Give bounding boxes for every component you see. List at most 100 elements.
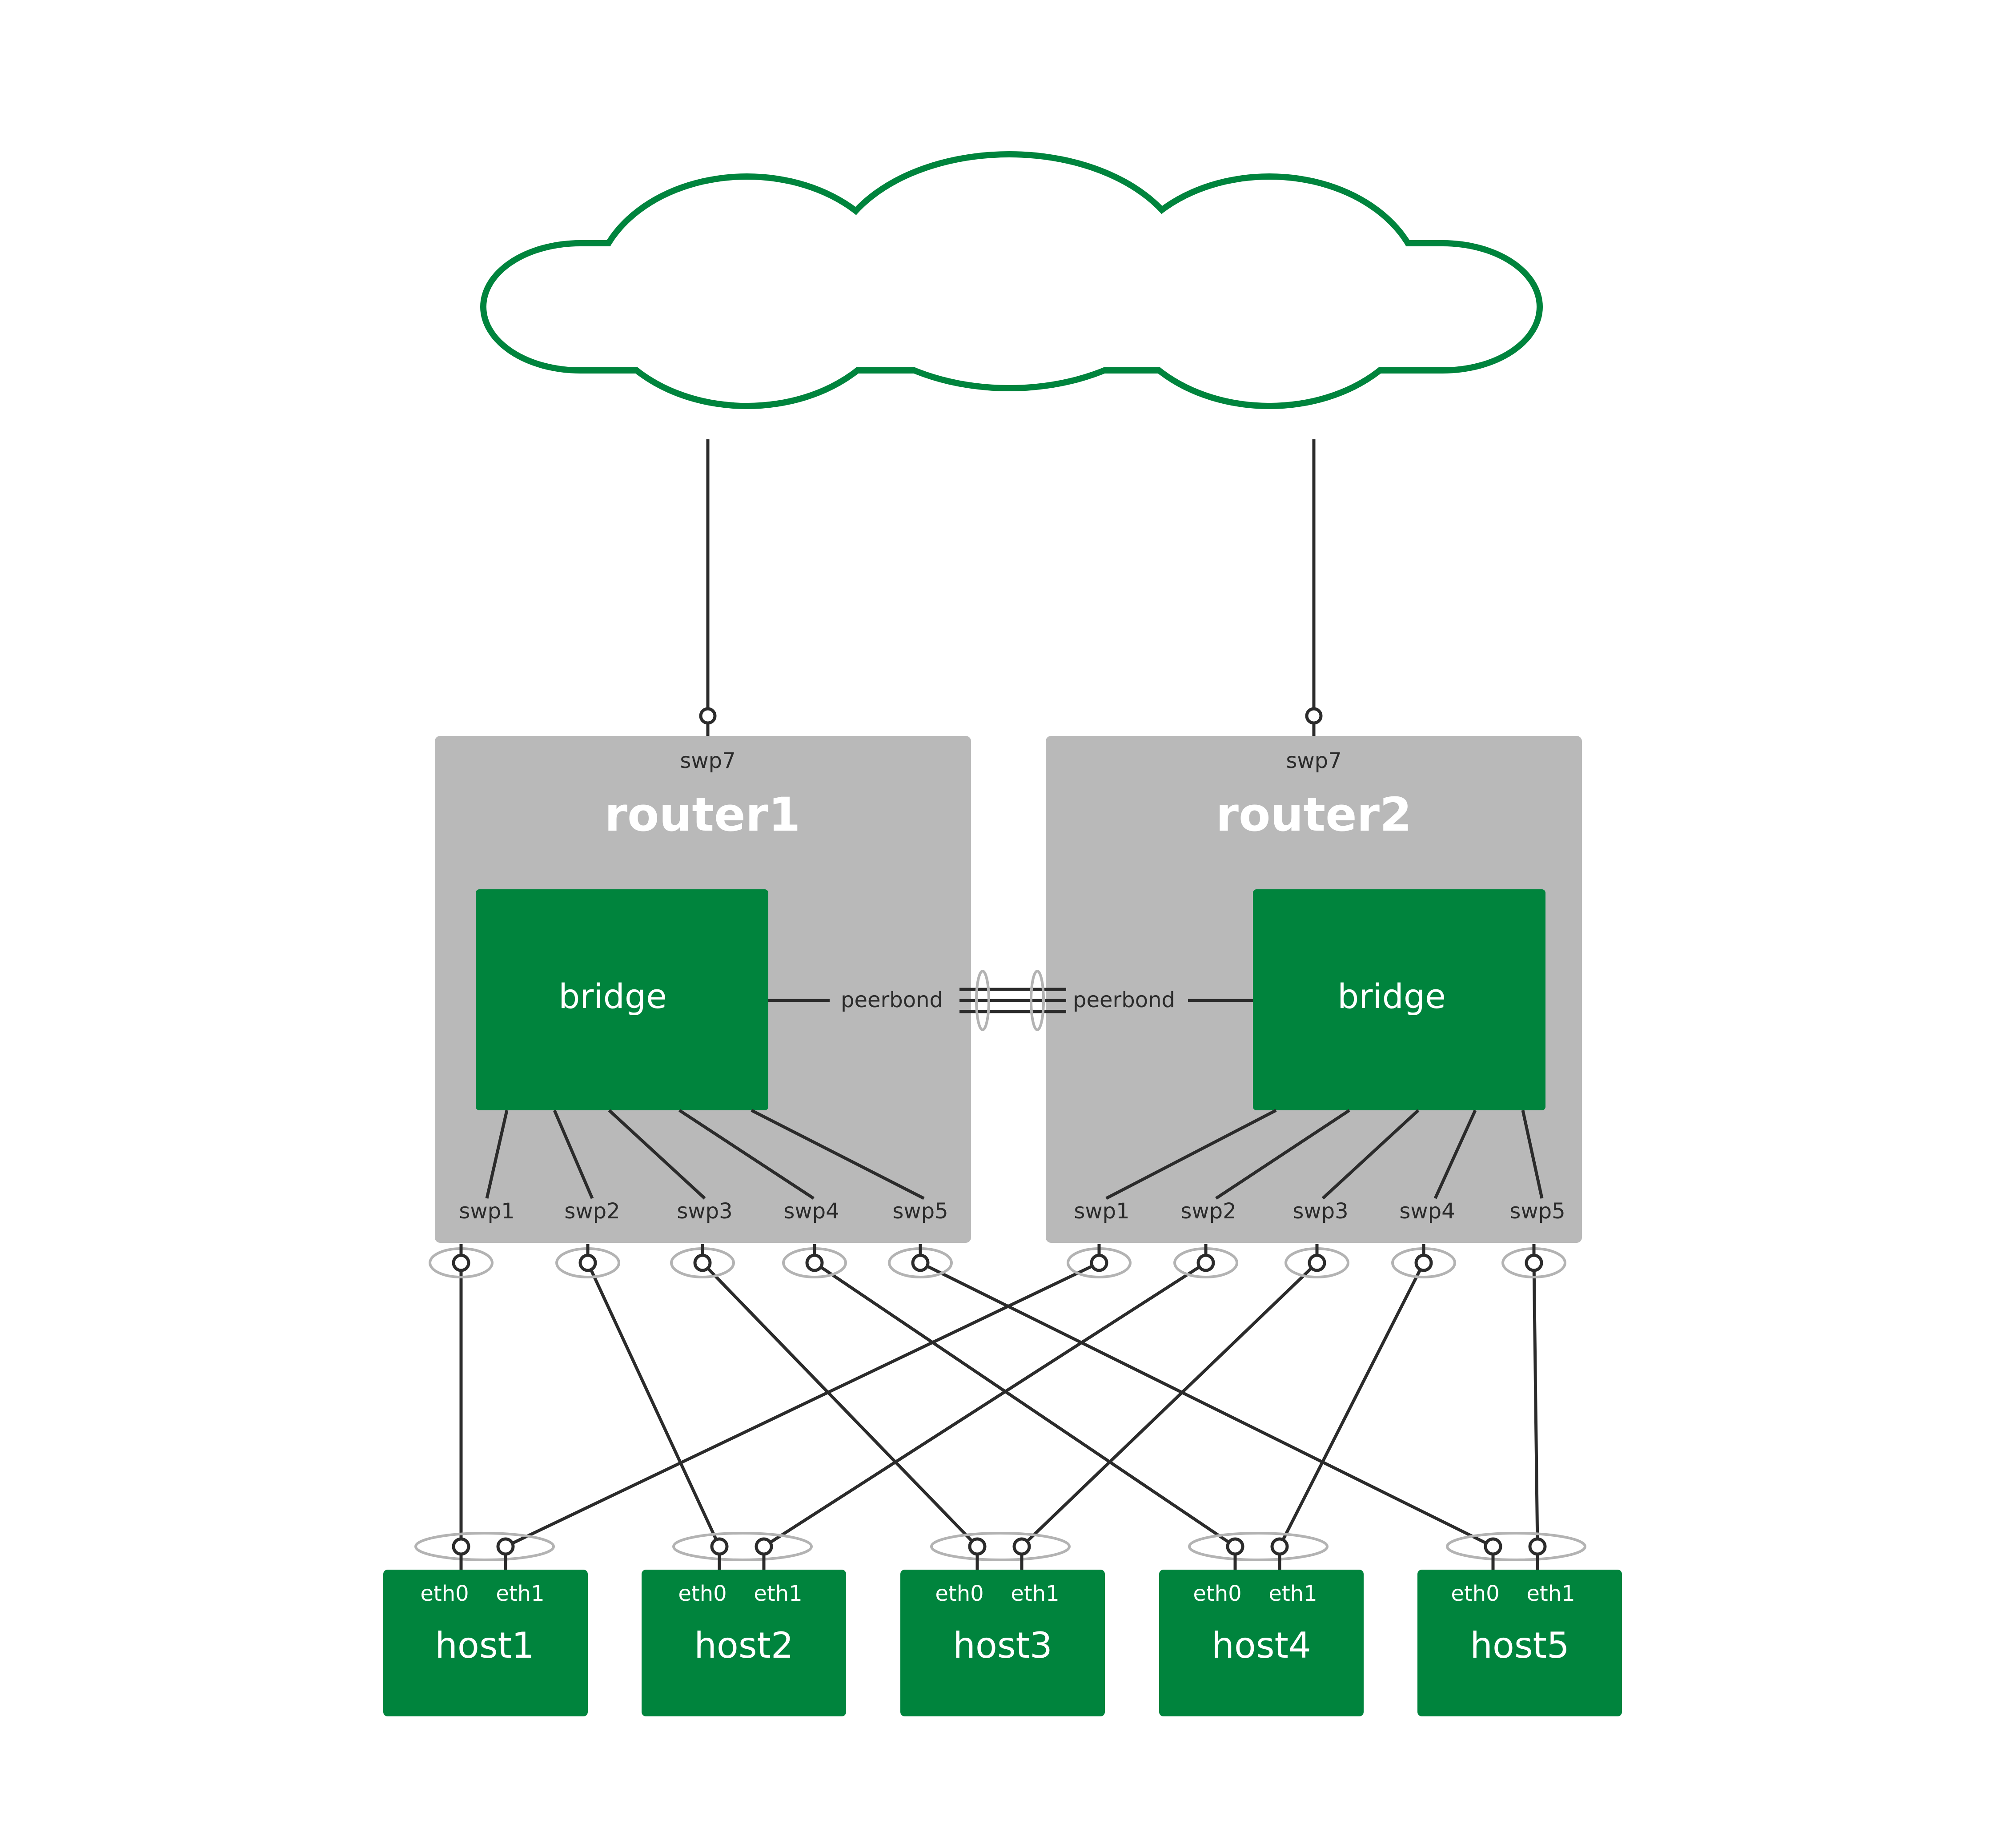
router2-swp5-connector[interactable] xyxy=(1501,1244,1566,1278)
router2-bridge[interactable] xyxy=(1253,889,1545,1110)
host3-title: host3 xyxy=(953,1625,1052,1666)
host5-bond-ring xyxy=(1446,1532,1586,1561)
router2-swp2-connector[interactable] xyxy=(1173,1244,1238,1278)
router1-bridge[interactable] xyxy=(476,889,768,1110)
router2-port-swp5: swp5 xyxy=(1509,1199,1565,1224)
host1-bond-ring xyxy=(414,1532,555,1561)
host-cabling xyxy=(459,1261,1539,1548)
host1-title: host1 xyxy=(435,1625,534,1666)
router2-swp3-connector[interactable] xyxy=(1284,1244,1349,1278)
host4-box xyxy=(1159,1570,1364,1716)
router-port-connectors xyxy=(429,1244,1566,1278)
host2-title: host2 xyxy=(694,1625,794,1666)
host5-eth1-port[interactable] xyxy=(1528,1537,1547,1556)
host5-eth1-label: eth1 xyxy=(1526,1581,1575,1606)
host4-eth1-label: eth1 xyxy=(1268,1581,1317,1606)
cable-r2-swp5-host5-eth1 xyxy=(1532,1262,1539,1547)
router1-uplink-label: swp7 xyxy=(680,748,735,773)
host2-bond-ring xyxy=(672,1532,813,1561)
host2-eth0-label: eth0 xyxy=(678,1581,727,1606)
cloud-icon xyxy=(480,151,1543,409)
host1-eth0-label: eth0 xyxy=(420,1581,469,1606)
uplinks xyxy=(699,439,1323,736)
router1-swp5-connector[interactable] xyxy=(888,1244,953,1278)
router1-port-swp4: swp4 xyxy=(783,1199,839,1224)
router2-uplink-label: swp7 xyxy=(1286,748,1341,773)
router-router1[interactable]: swp7 router1 bridge peerbond swp1 swp2 s… xyxy=(435,736,971,1243)
cable-r1-swp2-host2-eth0 xyxy=(586,1262,721,1547)
host-host4[interactable]: eth0 eth1 host4 xyxy=(1159,1532,1364,1716)
cable-r2-swp1-host1-eth1 xyxy=(505,1261,1100,1548)
router2-swp1-connector[interactable] xyxy=(1067,1244,1132,1278)
host1-box xyxy=(383,1570,588,1716)
router1-swp3-connector[interactable] xyxy=(670,1244,735,1278)
router2-bridge-link-swp3 xyxy=(1321,1109,1420,1200)
cable-r1-swp3-host3-eth0 xyxy=(701,1261,979,1548)
host1-eth1-label: eth1 xyxy=(496,1581,544,1606)
router1-bridge-link-swp1 xyxy=(485,1110,509,1199)
router1-swp4-connector[interactable] xyxy=(782,1244,847,1278)
router2-bridge-link-swp4 xyxy=(1433,1109,1477,1199)
host1-eth0-port[interactable] xyxy=(452,1537,470,1556)
uplink-port-router1[interactable] xyxy=(699,707,717,725)
router2-port-swp1: swp1 xyxy=(1074,1199,1129,1224)
host3-eth1-port[interactable] xyxy=(1012,1537,1031,1556)
host3-eth0-label: eth0 xyxy=(935,1581,983,1606)
cable-r2-swp2-host2-eth1 xyxy=(763,1261,1207,1548)
router2-peerbond-label: peerbond xyxy=(1073,988,1175,1012)
router1-swp1-connector[interactable] xyxy=(429,1244,494,1278)
router2-bridge-link-swp1 xyxy=(1105,1109,1277,1200)
router1-port-swp3: swp3 xyxy=(677,1199,732,1224)
host-host3[interactable]: eth0 eth1 host3 xyxy=(900,1532,1105,1716)
cable-r1-swp4-host4-eth0 xyxy=(814,1261,1236,1548)
host-host1[interactable]: eth0 eth1 host1 xyxy=(383,1532,588,1716)
uplink-port-router2[interactable] xyxy=(1305,707,1323,725)
cable-r1-swp5-host5-eth0 xyxy=(919,1261,1494,1548)
router1-peerbond-label: peerbond xyxy=(841,988,943,1012)
host2-box xyxy=(642,1570,846,1716)
host-host2[interactable]: eth0 eth1 host2 xyxy=(642,1532,846,1716)
host2-eth1-port[interactable] xyxy=(755,1537,773,1556)
host5-eth0-port[interactable] xyxy=(1484,1537,1502,1556)
host4-title: host4 xyxy=(1212,1625,1311,1666)
router2-swp4-connector[interactable] xyxy=(1391,1244,1456,1278)
router1-port-swp2: swp2 xyxy=(564,1199,620,1224)
router1-port-swp5: swp5 xyxy=(892,1199,948,1224)
host3-eth1-label: eth1 xyxy=(1011,1581,1059,1606)
router1-swp2-connector[interactable] xyxy=(555,1244,620,1278)
host5-box xyxy=(1417,1570,1622,1716)
cable-r2-swp3-host3-eth1 xyxy=(1020,1261,1318,1548)
host2-eth0-port[interactable] xyxy=(710,1537,729,1556)
host4-eth0-port[interactable] xyxy=(1226,1537,1244,1556)
host3-box xyxy=(900,1570,1105,1716)
router1-bridge-link-swp2 xyxy=(553,1109,594,1199)
router1-port-swp1: swp1 xyxy=(459,1199,514,1224)
host1-eth1-port[interactable] xyxy=(496,1537,515,1556)
host4-bond-ring xyxy=(1188,1532,1329,1561)
cable-r2-swp4-host4-eth1 xyxy=(1278,1262,1425,1547)
router1-bridge-link-swp3 xyxy=(608,1109,706,1200)
host-host5[interactable]: eth0 eth1 host5 xyxy=(1417,1532,1622,1716)
router2-port-swp3: swp3 xyxy=(1292,1199,1348,1224)
router2-bridge-link-swp5 xyxy=(1521,1110,1544,1199)
router2-port-swp4: swp4 xyxy=(1399,1199,1455,1224)
router-router2[interactable]: swp7 router2 bridge peerbond swp1 swp2 s… xyxy=(1046,736,1582,1243)
peerbond-ring-left xyxy=(975,970,990,1031)
router2-bridge-link-swp2 xyxy=(1215,1109,1350,1200)
host4-eth0-label: eth0 xyxy=(1193,1581,1241,1606)
router2-port-swp2: swp2 xyxy=(1180,1199,1236,1224)
router1-bridge-link-swp4 xyxy=(678,1109,815,1200)
host2-eth1-label: eth1 xyxy=(754,1581,802,1606)
router2-title: router2 xyxy=(1216,787,1412,842)
peerbond-link[interactable] xyxy=(959,970,1066,1031)
router2-bridge-label: bridge xyxy=(1337,976,1446,1016)
host3-bond-ring xyxy=(930,1532,1071,1561)
peerbond-ring-right xyxy=(1030,970,1045,1031)
router1-bridge-link-swp5 xyxy=(751,1109,925,1200)
host4-eth1-port[interactable] xyxy=(1270,1537,1289,1556)
host5-eth0-label: eth0 xyxy=(1451,1581,1499,1606)
router1-title: router1 xyxy=(605,787,801,842)
host3-eth0-port[interactable] xyxy=(968,1537,987,1556)
router1-bridge-label: bridge xyxy=(558,976,667,1016)
